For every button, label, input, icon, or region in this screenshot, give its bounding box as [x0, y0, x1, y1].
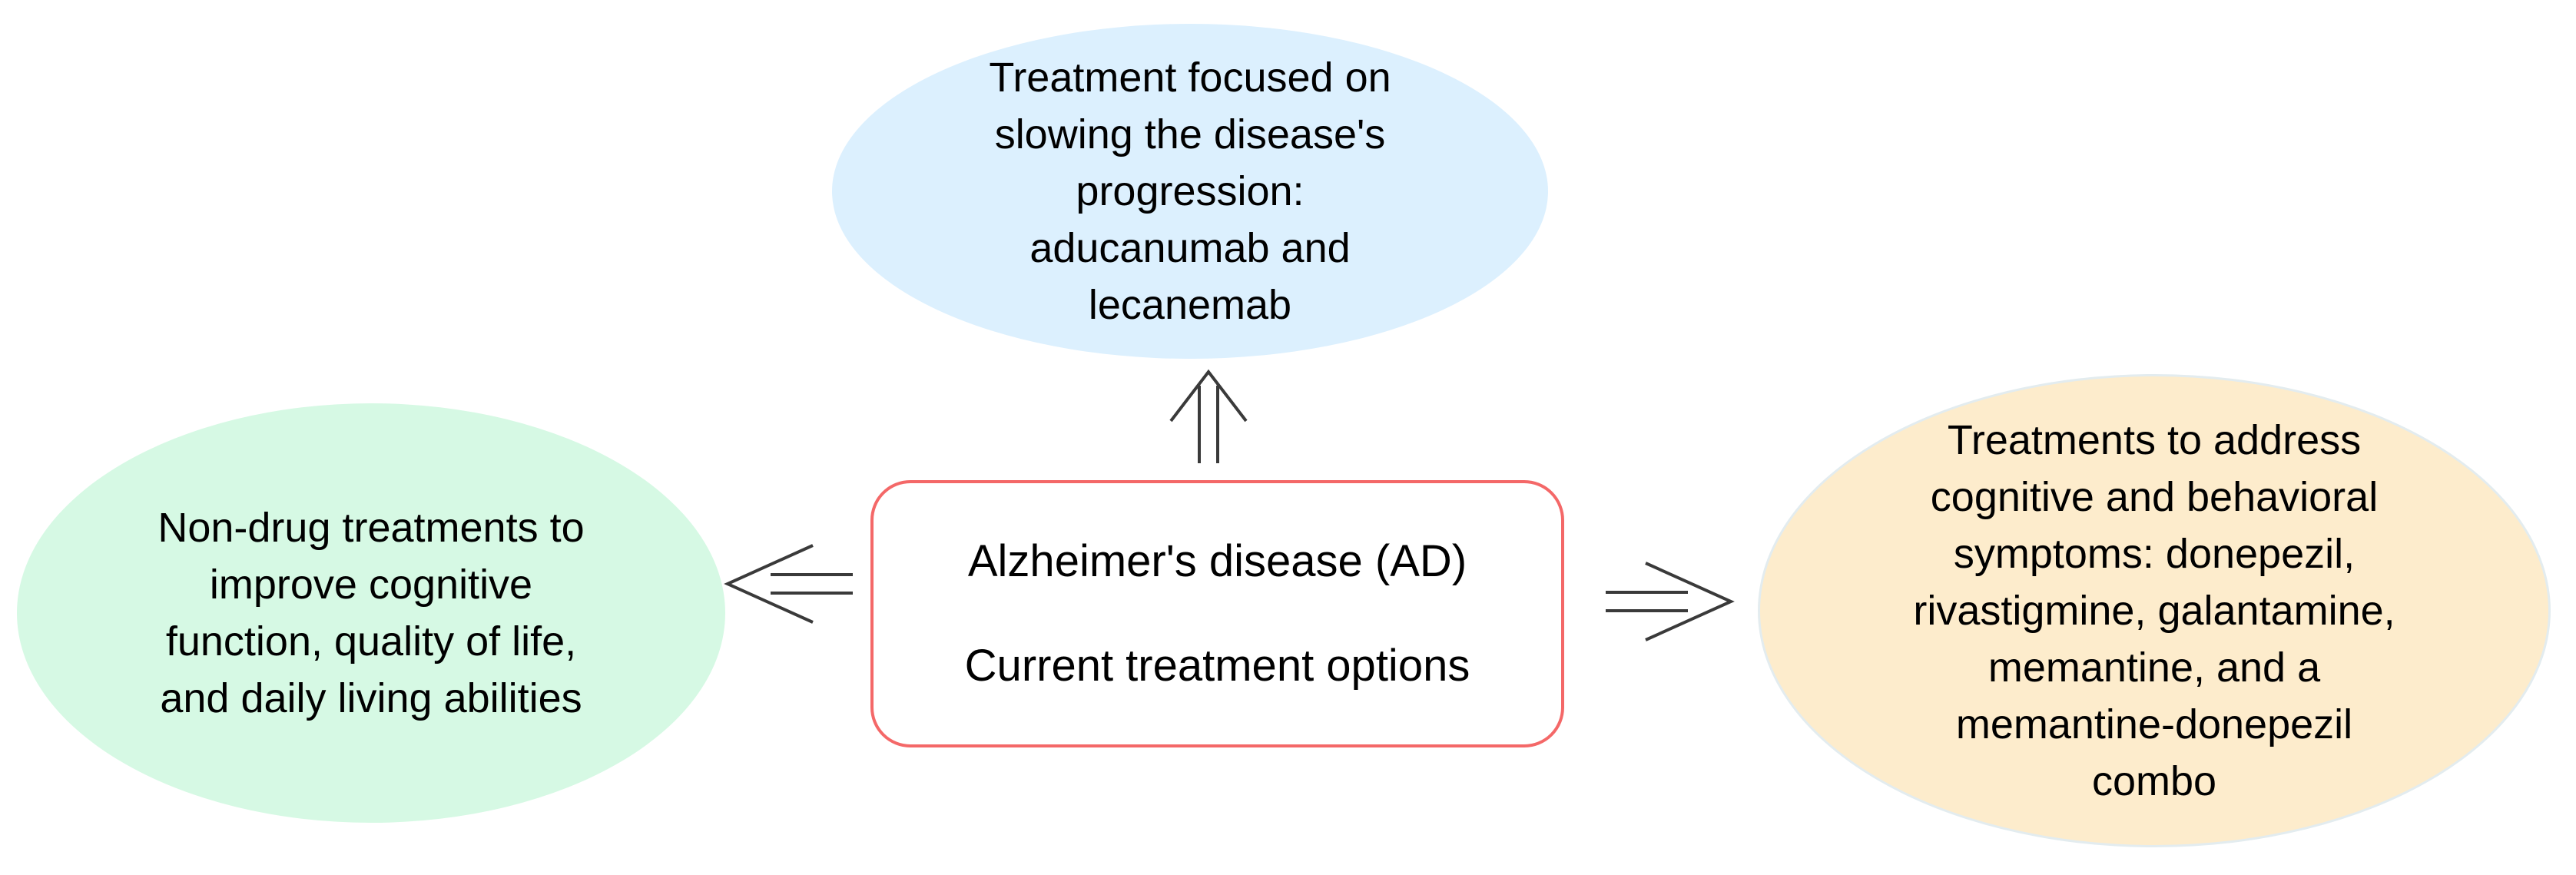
arrow-right	[1606, 562, 1735, 641]
center-box: Alzheimer's disease (AD) Current treatme…	[870, 480, 1564, 747]
center-title: Alzheimer's disease (AD)	[967, 536, 1467, 586]
arrow-left	[724, 544, 853, 624]
slowing-progression-ellipse: Treatment focused on slowing the disease…	[832, 24, 1548, 359]
arrow-up	[1169, 369, 1248, 463]
non-drug-text: Non-drug treatments to improve cognitive…	[157, 505, 585, 721]
symptom-treatments-text: Treatments to address cognitive and beha…	[1913, 417, 2395, 804]
non-drug-ellipse: Non-drug treatments to improve cognitive…	[17, 403, 725, 823]
symptom-treatments-ellipse: Treatments to address cognitive and beha…	[1758, 374, 2551, 847]
center-subtitle: Current treatment options	[964, 641, 1470, 691]
slowing-progression-text: Treatment focused on slowing the disease…	[989, 55, 1391, 328]
